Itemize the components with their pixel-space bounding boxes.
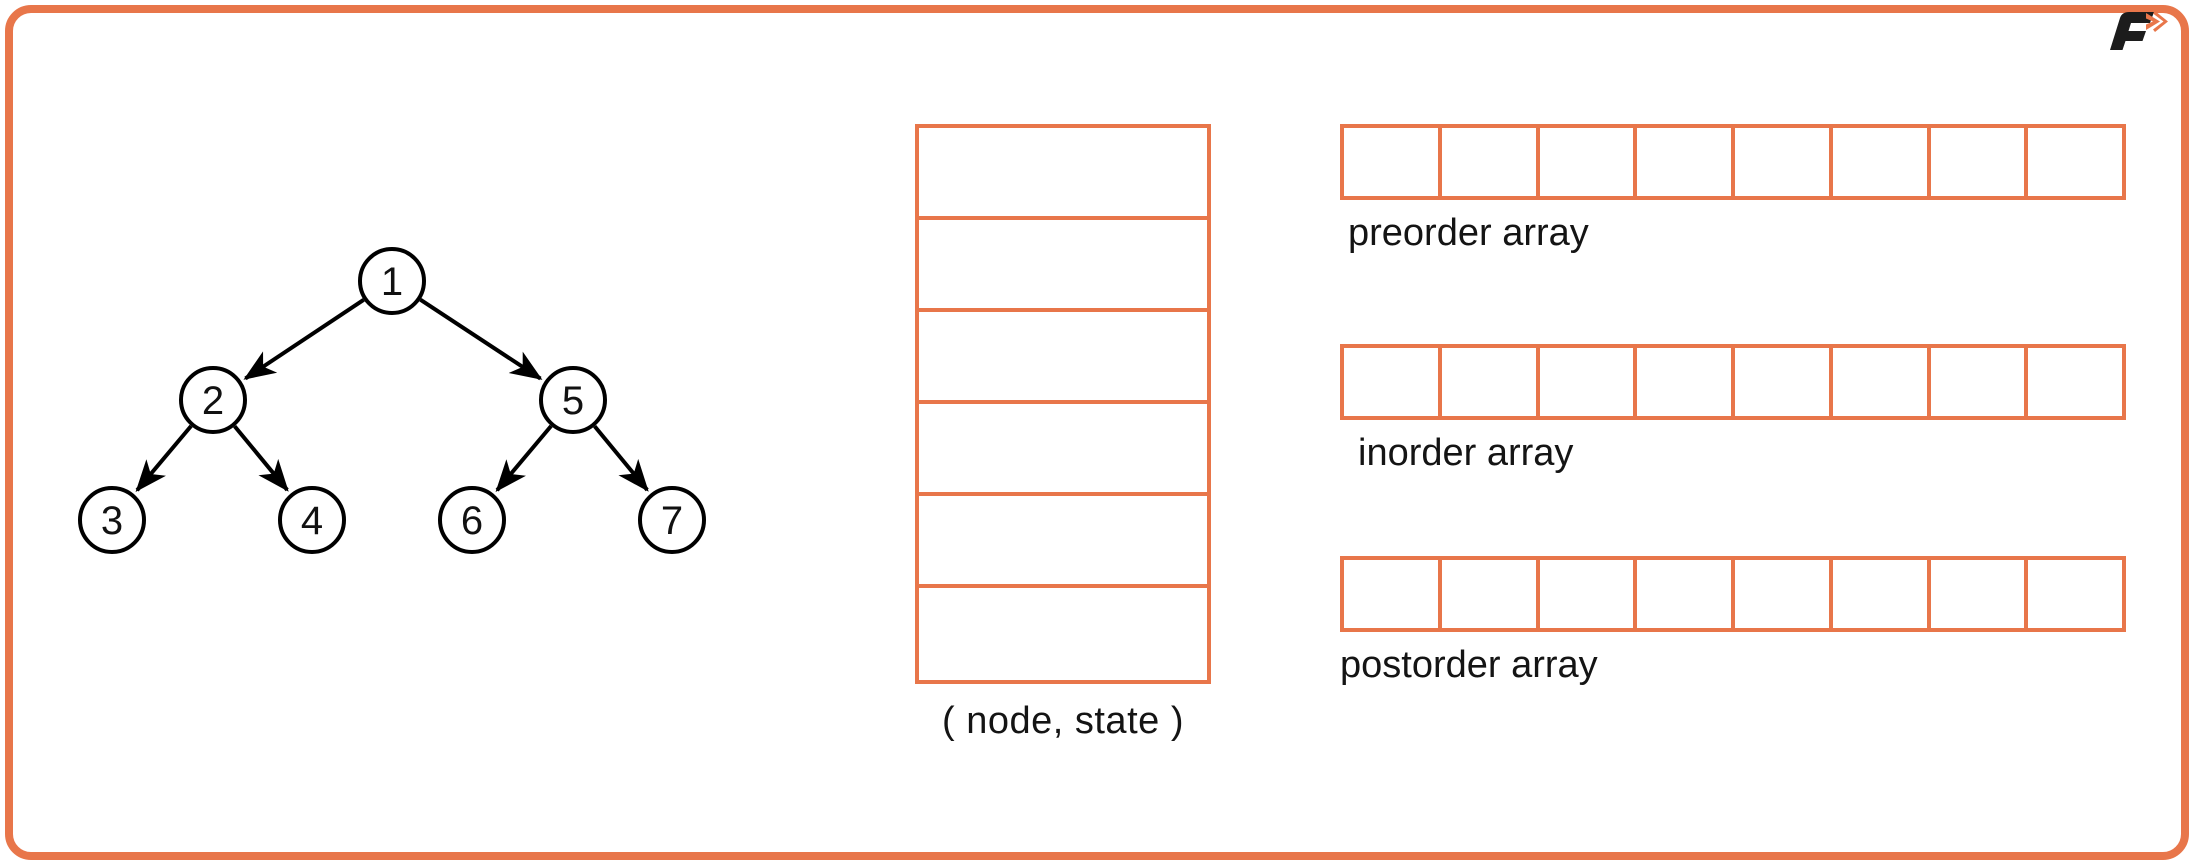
tree-node-1[interactable]: 1: [358, 247, 426, 315]
tree-edge-5-to-6: [495, 424, 553, 492]
tree-node-label: 4: [301, 499, 323, 543]
preorder-array-cell[interactable]: [1344, 128, 1442, 196]
stack-cell[interactable]: [919, 496, 1207, 588]
preorder-array-cell[interactable]: [1735, 128, 1833, 196]
tree-edge-5-to-7: [593, 424, 649, 492]
tree-node-6[interactable]: 6: [438, 486, 506, 554]
preorder-array-row: [1340, 124, 2126, 200]
binary-tree-diagram: 1 2 5 3 4 6 7: [30, 150, 790, 620]
tree-node-label: 6: [461, 499, 483, 543]
postorder-array-cell[interactable]: [2028, 560, 2122, 628]
postorder-array-cell[interactable]: [1930, 560, 2029, 628]
postorder-array-cell[interactable]: [1637, 560, 1735, 628]
tree-edge-2-to-3: [135, 424, 193, 492]
stack-cell[interactable]: [919, 404, 1207, 496]
preorder-array-cell[interactable]: [1930, 128, 2029, 196]
preorder-array-cell[interactable]: [1441, 128, 1540, 196]
inorder-array-cell[interactable]: [1539, 348, 1638, 416]
stack-cell[interactable]: [919, 220, 1207, 312]
tree-node-5[interactable]: 5: [539, 366, 607, 434]
tree-node-circle: [358, 247, 426, 315]
inorder-array-cell[interactable]: [1930, 348, 2029, 416]
tree-node-2[interactable]: 2: [179, 366, 247, 434]
postorder-array-row: [1340, 556, 2126, 632]
postorder-array-group: postorder array: [1340, 556, 2126, 687]
tree-node-layer: 1 2 5 3 4 6 7: [78, 247, 706, 554]
tree-node-3[interactable]: 3: [78, 486, 146, 554]
tree-node-circle: [539, 366, 607, 434]
tree-node-circle: [438, 486, 506, 554]
logo-f-glyph: [2110, 12, 2154, 50]
stack-box: [915, 124, 1211, 684]
tree-node-circle: [179, 366, 247, 434]
tree-node-label: 2: [202, 379, 224, 423]
logo-arrow-chevron: [2146, 11, 2168, 32]
inorder-array-cell[interactable]: [1832, 348, 1931, 416]
preorder-array-cell[interactable]: [2028, 128, 2122, 196]
inorder-array-caption: inorder array: [1358, 432, 1574, 474]
preorder-array-cell[interactable]: [1637, 128, 1735, 196]
tree-node-circle: [278, 486, 346, 554]
postorder-array-caption: postorder array: [1340, 644, 1598, 686]
inorder-array-cell[interactable]: [1735, 348, 1833, 416]
preorder-array-cell[interactable]: [1539, 128, 1638, 196]
tree-node-4[interactable]: 4: [278, 486, 346, 554]
preorder-array-caption: preorder array: [1348, 212, 1589, 254]
tree-edge-2-to-4: [233, 424, 289, 492]
tree-node-circle: [78, 486, 146, 554]
stack-cell[interactable]: [919, 588, 1207, 680]
stack-cell[interactable]: [919, 128, 1207, 220]
postorder-array-cell[interactable]: [1735, 560, 1833, 628]
stack-caption: ( node, state ): [942, 700, 1184, 742]
stack-visualization: ( node, state ): [915, 124, 1211, 743]
tree-edge-1-to-2: [243, 298, 365, 381]
inorder-array-row: [1340, 344, 2126, 420]
tree-node-label: 5: [562, 379, 584, 423]
brand-logo: [2098, 6, 2172, 54]
postorder-array-cell[interactable]: [1832, 560, 1931, 628]
inorder-array-cell[interactable]: [1441, 348, 1540, 416]
preorder-array-cell[interactable]: [1832, 128, 1931, 196]
inorder-array-cell[interactable]: [2028, 348, 2122, 416]
postorder-array-cell[interactable]: [1344, 560, 1442, 628]
inorder-array-group: inorder array: [1340, 344, 2126, 475]
tree-node-label: 1: [381, 260, 403, 304]
inorder-array-cell[interactable]: [1344, 348, 1442, 416]
stack-cell[interactable]: [919, 312, 1207, 404]
tree-node-label: 7: [661, 499, 683, 543]
preorder-array-group: preorder array: [1340, 124, 2126, 255]
tree-edge-1-to-5: [419, 298, 543, 381]
tree-node-label: 3: [101, 499, 123, 543]
postorder-array-cell[interactable]: [1441, 560, 1540, 628]
tree-node-circle: [638, 486, 706, 554]
inorder-array-cell[interactable]: [1637, 348, 1735, 416]
tree-edge-layer: [135, 298, 649, 492]
postorder-array-cell[interactable]: [1539, 560, 1638, 628]
tree-node-7[interactable]: 7: [638, 486, 706, 554]
